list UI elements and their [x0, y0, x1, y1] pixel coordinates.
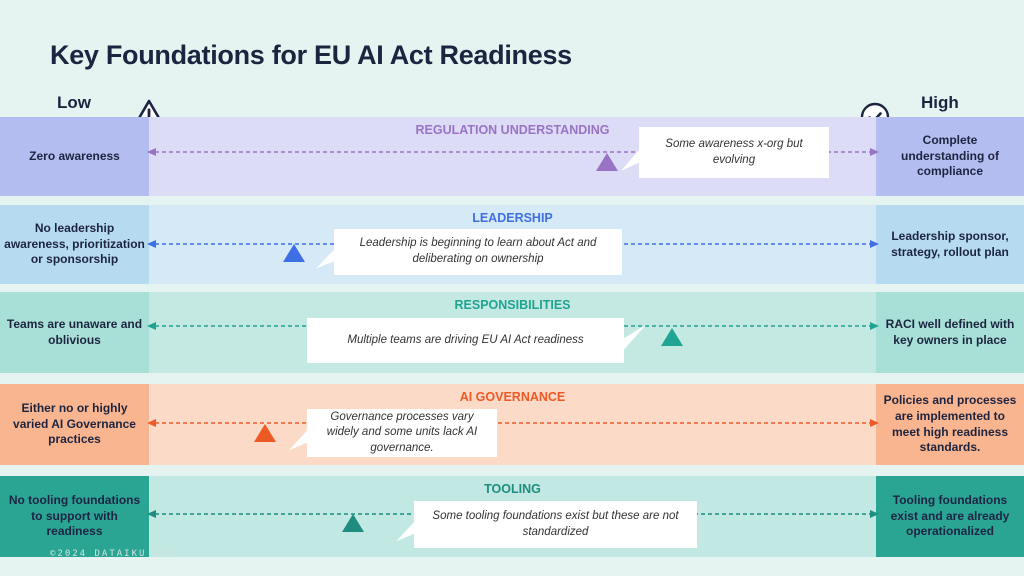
copyright-text: ©2024 DATAIKU INC.: [50, 549, 184, 559]
row-low-descriptor: No tooling foundations to support with r…: [0, 476, 149, 557]
row-regulation-understanding: Zero awareness Complete understanding of…: [0, 117, 1024, 196]
row-band: [149, 384, 876, 465]
row-low-descriptor: Either no or highly varied AI Governance…: [0, 384, 149, 465]
scale-high-label: High: [921, 93, 959, 112]
callout-text: Some awareness x-org but evolving: [665, 137, 803, 166]
row-high-descriptor: RACI well defined with key owners in pla…: [876, 292, 1024, 373]
status-callout: Governance processes vary widely and som…: [289, 409, 497, 457]
row-high-descriptor: Tooling foundations exist and are alread…: [876, 476, 1024, 557]
callout-bubble: [316, 229, 622, 275]
row-title: REGULATION UNDERSTANDING: [415, 123, 610, 137]
row-title: TOOLING: [484, 482, 541, 496]
callout-text: Governance processes vary widely and som…: [326, 410, 478, 454]
row-low-descriptor: No leadership awareness, prioritization …: [0, 205, 149, 284]
row-title: RESPONSIBILITIES: [454, 298, 571, 312]
callout-bubble: [289, 409, 497, 457]
level-marker: [661, 328, 684, 346]
row-low-descriptor: Teams are unaware and oblivious: [0, 292, 149, 373]
status-callout: Leadership is beginning to learn about A…: [316, 229, 622, 275]
row-tooling: No tooling foundations to support with r…: [0, 476, 1024, 557]
row-responsibilities: Teams are unaware and oblivious RACI wel…: [0, 292, 1024, 373]
callout-bubble: [396, 501, 697, 548]
status-callout: Some awareness x-org but evolving: [621, 127, 829, 178]
callout-bubble: [307, 318, 646, 363]
row-ai-governance: Either no or highly varied AI Governance…: [0, 384, 1024, 465]
row-low-descriptor: Zero awareness: [0, 117, 149, 196]
row-high-descriptor: Leadership sponsor, strategy, rollout pl…: [876, 205, 1024, 284]
row-title: AI GOVERNANCE: [459, 390, 566, 404]
row-high-descriptor: Policies and processes are implemented t…: [876, 384, 1024, 465]
callout-text: Multiple teams are driving EU AI Act rea…: [347, 333, 584, 346]
level-marker: [283, 244, 306, 262]
row-leadership: No leadership awareness, prioritization …: [0, 205, 1024, 284]
row-high-descriptor: Complete understanding of compliance: [876, 117, 1024, 196]
callout-bubble: [621, 127, 829, 178]
level-marker: [254, 424, 277, 442]
callout-text: Some tooling foundations exist but these…: [432, 509, 679, 538]
level-marker: [596, 153, 618, 171]
status-callout: Some tooling foundations exist but these…: [396, 501, 697, 548]
level-marker: [341, 514, 364, 532]
row-title: LEADERSHIP: [472, 211, 553, 225]
page-title: Key Foundations for EU AI Act Readiness: [50, 40, 572, 70]
callout-text: Leadership is beginning to learn about A…: [359, 237, 597, 265]
scale-low-label: Low: [57, 93, 91, 112]
status-callout: Multiple teams are driving EU AI Act rea…: [307, 318, 646, 363]
scale-arrow: [147, 419, 879, 427]
